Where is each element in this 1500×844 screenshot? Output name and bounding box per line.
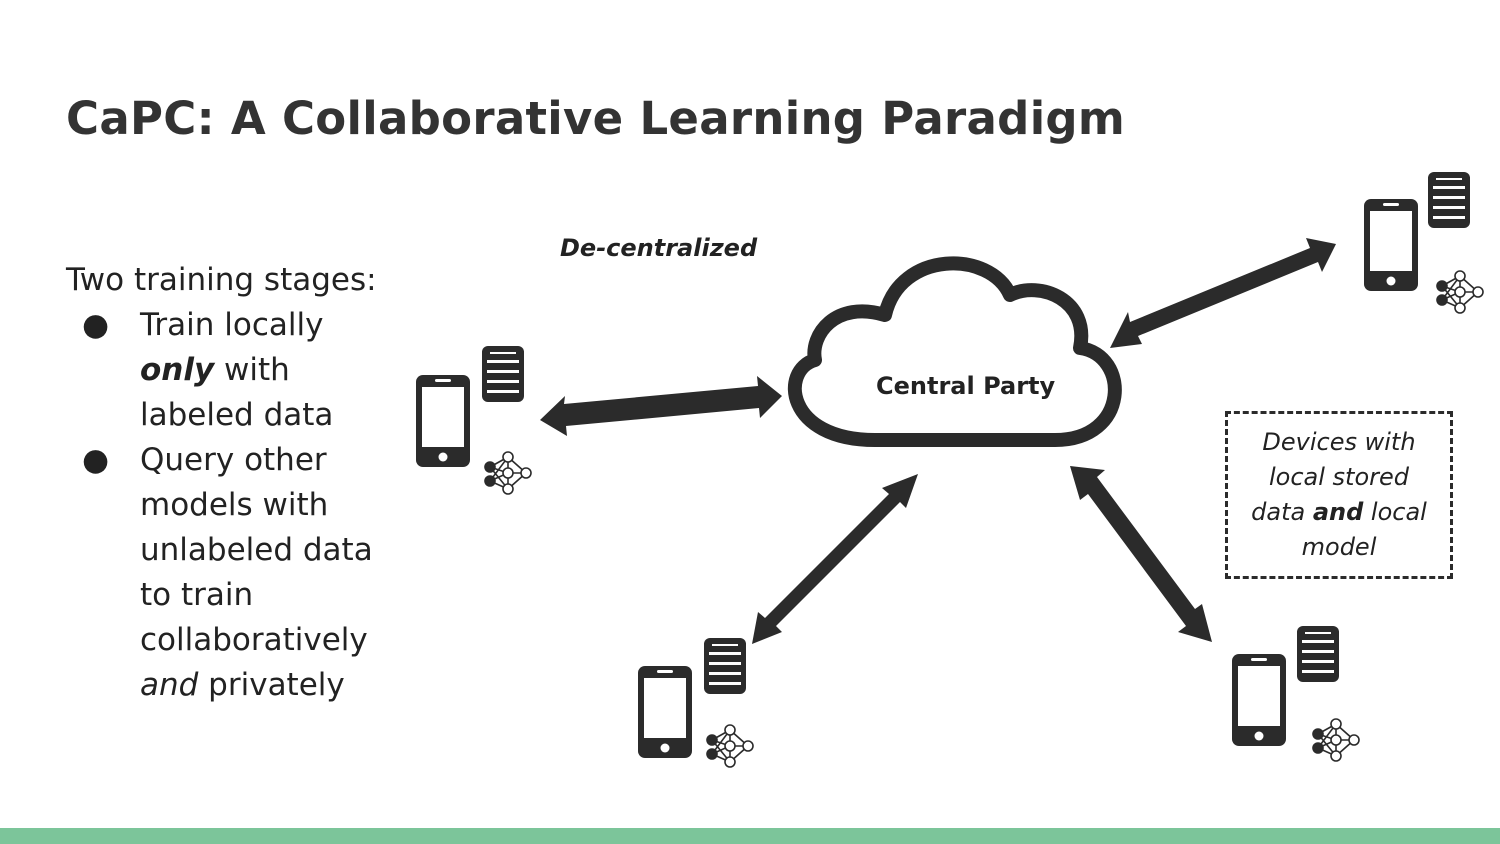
legend-line-3a: data: [1251, 498, 1313, 526]
arrow-topright-device: [1110, 238, 1336, 348]
neural-network-icon: [484, 451, 532, 495]
bullet-2-line-3: unlabeled data: [140, 532, 373, 568]
legend-box: Devices with local stored data and local…: [1225, 411, 1453, 579]
slide-title: CaPC: A Collaborative Learning Paradigm: [66, 92, 1126, 145]
bullet-dot: ●: [82, 307, 110, 343]
database-icon: [1297, 626, 1339, 682]
legend-line-3: data and local: [1251, 495, 1427, 530]
arrow-bottomright-device: [1070, 466, 1212, 642]
emphasis-only: only: [140, 352, 215, 388]
bullet-1-line-3: labeled data: [140, 397, 334, 433]
bullet-2-line-6: and privately: [140, 663, 400, 708]
database-icon: [482, 346, 524, 402]
training-stages: Two training stages: ● Train locally onl…: [66, 258, 400, 708]
emphasis-and: and: [140, 667, 199, 703]
bullet-2-line-1: Query other: [140, 442, 327, 478]
arrow-left-device: [540, 376, 782, 436]
stages-heading: Two training stages:: [66, 262, 377, 298]
device-top-right: [1364, 172, 1484, 314]
bullet-2-line-4: to train: [140, 577, 254, 613]
phone-icon: [416, 375, 470, 467]
legend-line-3c: local: [1363, 498, 1427, 526]
legend-line-4: model: [1301, 533, 1377, 561]
legend-text: Devices with local stored data and local…: [1251, 425, 1427, 565]
bullet-1-line-2-rest: with: [214, 352, 290, 388]
legend-emphasis-and: and: [1312, 498, 1364, 526]
arrow-bottomleft-device: [752, 474, 918, 644]
device-bottom-left: [638, 638, 754, 768]
bullet-1-line-2: only with: [140, 348, 400, 393]
neural-network-icon: [1312, 718, 1360, 762]
phone-icon: [638, 666, 692, 758]
neural-network-icon: [1436, 270, 1484, 314]
database-icon: [704, 638, 746, 694]
phone-icon: [1364, 199, 1418, 291]
device-left: [416, 346, 532, 495]
legend-line-2: local stored: [1268, 463, 1409, 491]
bullet-dot: ●: [82, 442, 110, 478]
bullet-item-1: ● Train locally only with labeled data: [66, 303, 400, 438]
device-bottom-right: [1232, 626, 1360, 762]
legend-line-1: Devices with: [1262, 428, 1416, 456]
cloud-icon: [788, 256, 1122, 447]
phone-icon: [1232, 654, 1286, 746]
bullet-2-line-2: models with: [140, 487, 329, 523]
decentralized-label: De-centralized: [560, 234, 758, 262]
neural-network-icon: [706, 724, 754, 768]
central-party-label: Central Party: [876, 372, 1056, 400]
database-icon: [1428, 172, 1470, 228]
bullet-2-line-6-rest: privately: [198, 667, 345, 703]
bullet-item-2: ● Query other models with unlabeled data…: [66, 438, 400, 708]
footer-bar: [0, 828, 1500, 844]
bullet-1-line-1: Train locally: [140, 307, 324, 343]
bullet-2-line-5: collaboratively: [140, 622, 368, 658]
